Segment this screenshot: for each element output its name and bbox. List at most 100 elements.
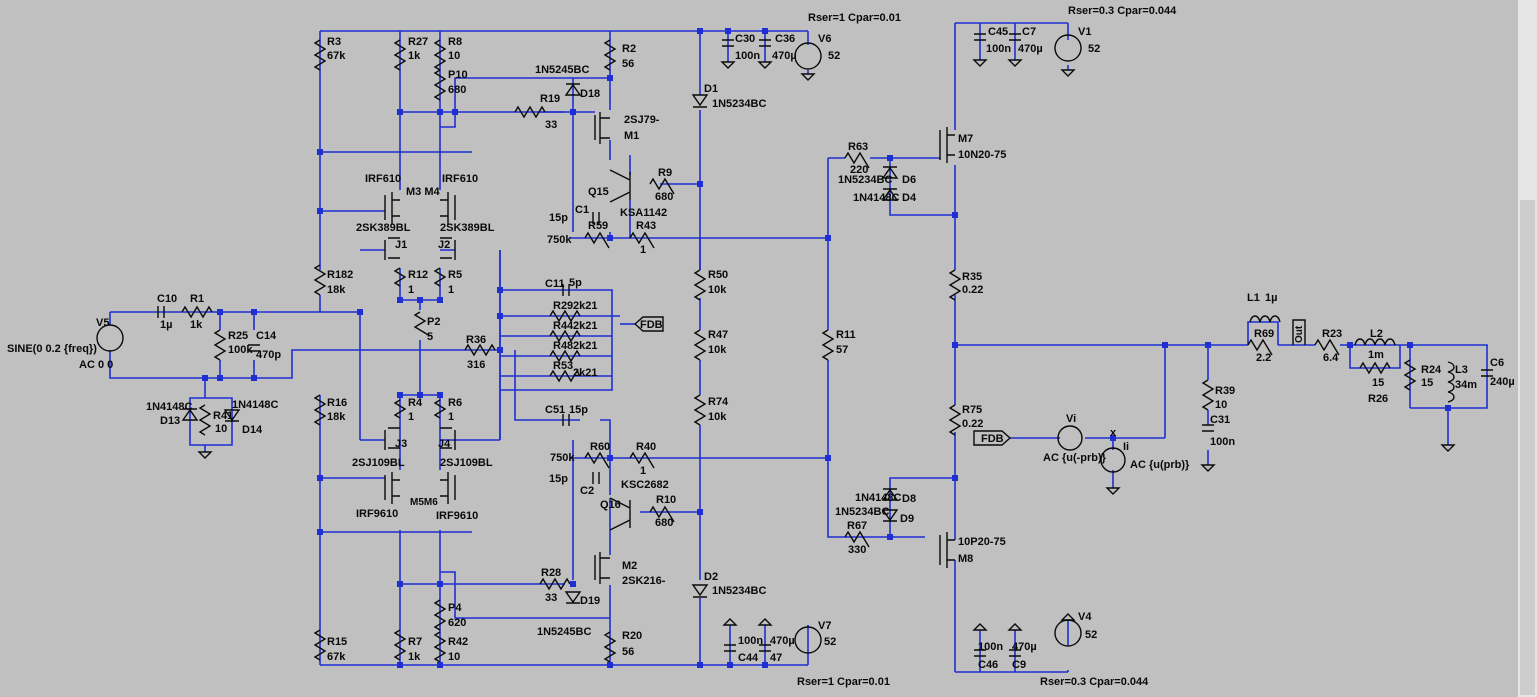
jfet-J1 bbox=[384, 237, 400, 260]
label: 10 bbox=[448, 651, 460, 663]
label: R40 bbox=[636, 441, 656, 453]
label: 1 bbox=[448, 284, 454, 296]
bjt-Q15 bbox=[609, 169, 631, 203]
resistor-R29 bbox=[549, 309, 581, 323]
label: P10 bbox=[448, 69, 468, 81]
diode-D6 bbox=[881, 166, 899, 179]
potentiometer-P4 bbox=[433, 599, 447, 631]
label: R27 bbox=[408, 36, 428, 48]
wires bbox=[109, 22, 1488, 673]
label: 10k bbox=[708, 284, 727, 296]
label: R48 bbox=[553, 340, 573, 352]
label: 52 bbox=[1088, 43, 1100, 55]
label: 2SK389BL bbox=[356, 222, 411, 234]
resistor-R8 bbox=[433, 39, 447, 71]
resistor-R40 bbox=[629, 451, 655, 469]
label: 750k bbox=[547, 234, 572, 246]
net-flag-Out bbox=[1292, 319, 1306, 345]
label: 1µ bbox=[160, 319, 172, 331]
label: 240µ bbox=[1490, 376, 1515, 388]
label: 100n bbox=[986, 43, 1011, 55]
label: 2k21 bbox=[573, 340, 597, 352]
inductor-L3 bbox=[1447, 361, 1455, 403]
label: 34m bbox=[1455, 379, 1477, 391]
label: Rser=0.3 Cpar=0.044 bbox=[1040, 676, 1149, 688]
label: Vi bbox=[1066, 413, 1076, 425]
resistor-R35 bbox=[948, 269, 962, 301]
label: 47 bbox=[770, 652, 782, 664]
label: 1k bbox=[408, 50, 421, 62]
label: 10 bbox=[448, 50, 460, 62]
label: AC {u(-prb)} bbox=[1043, 452, 1107, 464]
capacitor-C31 bbox=[1202, 424, 1214, 432]
resistor-R39 bbox=[1201, 379, 1215, 411]
label: M2 bbox=[622, 560, 637, 572]
label: Q15 bbox=[588, 186, 609, 198]
label: D8 bbox=[902, 493, 916, 505]
label: C14 bbox=[256, 330, 277, 342]
capacitor-C36 bbox=[759, 39, 771, 47]
label: R2 bbox=[622, 43, 636, 55]
label: 0.22 bbox=[962, 418, 983, 430]
mosfet-M8 bbox=[939, 532, 955, 568]
capacitor-C11 bbox=[562, 284, 570, 296]
diode-D19 bbox=[564, 591, 582, 604]
label: R8 bbox=[448, 36, 462, 48]
label: 18k bbox=[327, 284, 346, 296]
scrollbar-thumb[interactable] bbox=[1520, 200, 1535, 695]
label: 750k bbox=[550, 452, 575, 464]
vertical-scrollbar[interactable] bbox=[1518, 0, 1537, 697]
label: 10k bbox=[708, 411, 727, 423]
label: R75 bbox=[962, 404, 982, 416]
mosfet-M4 bbox=[440, 192, 456, 224]
label: R67 bbox=[847, 520, 867, 532]
inductor-L2 bbox=[1354, 338, 1396, 346]
label: C1 bbox=[575, 204, 589, 216]
resistor-R19 bbox=[514, 105, 546, 119]
label: C10 bbox=[157, 293, 177, 305]
label: 1 bbox=[408, 411, 414, 423]
label: R23 bbox=[1322, 328, 1342, 340]
label: IRF610 bbox=[442, 173, 478, 185]
label: J3 bbox=[395, 438, 407, 450]
label: 2SK389BL bbox=[440, 222, 495, 234]
net-flag-FDB bbox=[973, 430, 1012, 446]
jfet-J2 bbox=[440, 237, 456, 260]
label: R39 bbox=[1215, 385, 1235, 397]
resistor-R7 bbox=[393, 629, 407, 661]
label: 2k21 bbox=[573, 300, 597, 312]
label: 100n bbox=[1210, 436, 1235, 448]
label: 10P20-75 bbox=[958, 536, 1006, 548]
label: 330 bbox=[848, 544, 866, 556]
resistor-R11 bbox=[821, 329, 835, 361]
label: 1N5234BC bbox=[838, 174, 892, 186]
label: FDB bbox=[640, 319, 663, 331]
label: R42 bbox=[448, 636, 468, 648]
resistor-R12 bbox=[393, 267, 407, 287]
capacitor-C7 bbox=[1009, 33, 1021, 41]
resistor-R3 bbox=[313, 39, 327, 71]
label: 1N5234BC bbox=[835, 506, 889, 518]
voltage-source-V7 bbox=[794, 626, 822, 654]
label: D4 bbox=[902, 192, 917, 204]
mosfet-M5 bbox=[384, 472, 400, 504]
resistor-R4 bbox=[393, 399, 407, 419]
capacitor-C1 bbox=[592, 212, 600, 224]
label: R4 bbox=[408, 397, 423, 409]
label: KSA1142 bbox=[620, 207, 667, 219]
capacitor-C2 bbox=[592, 472, 600, 484]
label: 220 bbox=[850, 164, 868, 176]
label: 620 bbox=[448, 617, 466, 629]
label: Rser=1 Cpar=0.01 bbox=[797, 676, 890, 688]
label: R41 bbox=[213, 410, 233, 422]
label: R7 bbox=[408, 636, 422, 648]
resistor-R63 bbox=[844, 151, 870, 169]
label: Rser=1 Cpar=0.01 bbox=[808, 12, 901, 24]
voltage-source-Vi bbox=[1057, 425, 1083, 451]
label: 15p bbox=[549, 212, 568, 224]
label: 2.2 bbox=[1256, 352, 1271, 364]
label: AC {u(prb)} bbox=[1130, 459, 1190, 471]
label: R15 bbox=[327, 636, 347, 648]
label: 1k bbox=[408, 651, 421, 663]
